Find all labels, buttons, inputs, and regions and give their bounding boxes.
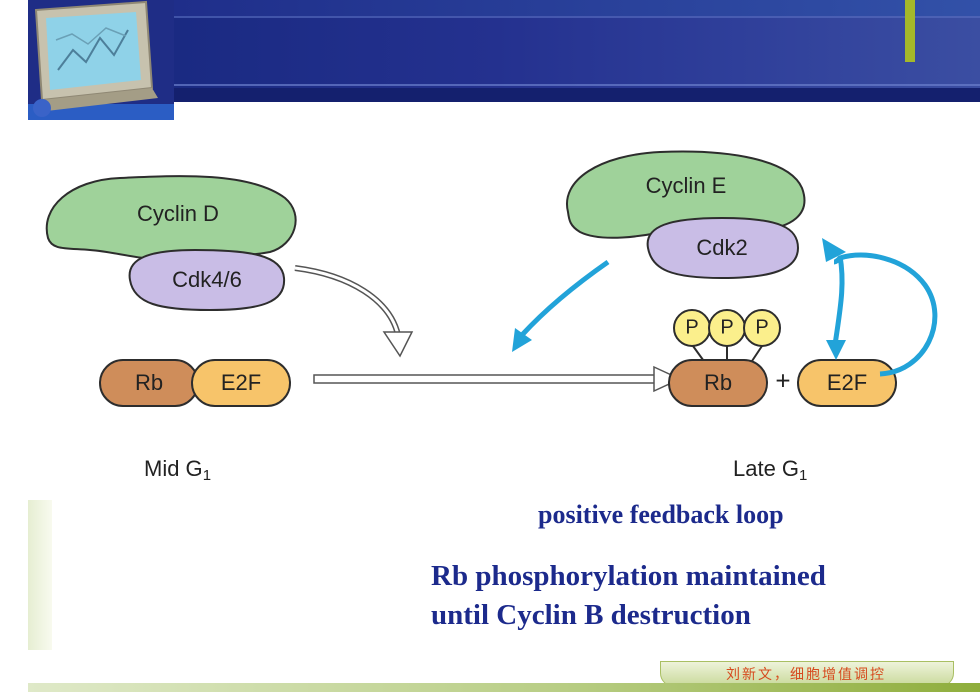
phosphate-3 xyxy=(743,309,781,347)
mid-g1-main: Mid G xyxy=(144,456,203,481)
mid-g1-subscript: 1 xyxy=(202,467,212,484)
activation-arrow xyxy=(294,265,401,336)
phosphate-label-3: P xyxy=(755,316,769,339)
late-g1-subscript: 1 xyxy=(799,467,808,484)
rb-label-late: Rb xyxy=(703,370,733,395)
cyclin-d-shape xyxy=(45,175,297,261)
header-divider-lower xyxy=(174,84,980,86)
left-decoration xyxy=(28,500,52,650)
rb-phosphorylation-caption-line1: Rb phosphorylation maintained xyxy=(431,560,826,592)
cdk4-6-label: Cdk4/6 xyxy=(172,267,242,292)
transition-arrow xyxy=(313,374,657,384)
e2f-shape-mid xyxy=(191,359,291,407)
header-top-strip xyxy=(174,0,980,16)
phosphate-label-2: P xyxy=(720,316,734,339)
e2f-label-late: E2F xyxy=(826,370,868,395)
footer-tag-text: 刘新文，细胞增值调控 xyxy=(726,667,886,683)
header-divider xyxy=(174,16,980,18)
phosphate-label-1: P xyxy=(685,316,699,339)
rb-phosphorylation-caption-line2: until Cyclin B destruction xyxy=(431,599,751,631)
late-g1-label: Late G1 xyxy=(733,456,807,484)
feedback-caption: positive feedback loop xyxy=(538,500,784,529)
computer-monitor-logo xyxy=(28,0,174,120)
mid-g1-label: Mid G1 xyxy=(144,456,211,484)
footer-bar xyxy=(28,683,980,692)
rb-label-mid: Rb xyxy=(134,370,164,395)
plus-sign: + xyxy=(775,365,791,396)
cyclin-d-label: Cyclin D xyxy=(137,201,219,226)
cdk4-6-shape xyxy=(128,248,286,312)
cdk2-shape xyxy=(646,216,800,280)
rb-shape-late xyxy=(668,359,768,407)
cyclin-e-label: Cyclin E xyxy=(645,173,727,198)
feedback-arrow-left xyxy=(520,259,610,337)
cdk2-label: Cdk2 xyxy=(696,235,748,260)
e2f-label-mid: E2F xyxy=(220,370,262,395)
late-g1-main: Late G xyxy=(733,456,800,481)
header-dark-band xyxy=(174,88,980,102)
feedback-arrow-loop xyxy=(832,255,845,346)
e2f-shape-late xyxy=(797,359,897,407)
feedback-arrow-right xyxy=(833,252,938,377)
header-accent-bar xyxy=(905,0,915,62)
